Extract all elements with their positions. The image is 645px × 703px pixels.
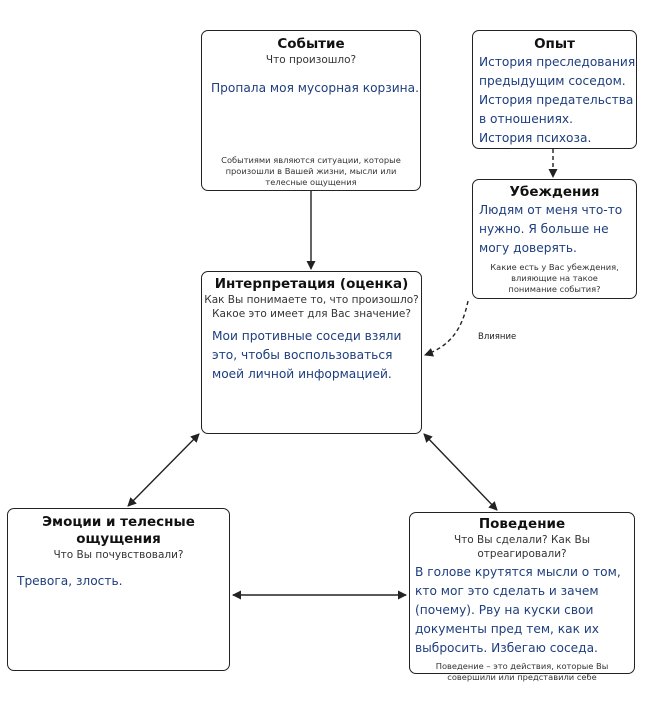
- interpretation-line: это, чтобы воспользоваться: [212, 348, 393, 362]
- event-question: Что произошло?: [265, 54, 357, 66]
- event-title: Событие: [277, 36, 345, 52]
- emotions-box: Эмоции и телесные ощущения Что Вы почувс…: [7, 508, 230, 671]
- beliefs-note: Какие есть у Вас убеждения, влияющие на …: [490, 262, 619, 294]
- beliefs-to-interpretation-arrow: [424, 300, 469, 357]
- behavior-line: документы пред тем, как их: [415, 622, 599, 636]
- influence-label: Влияние: [478, 332, 517, 342]
- interpretation-question-1: Как Вы понимаете то, что произошло?: [204, 294, 419, 306]
- interpretation-question-2: Какое это имеет для Вас значение?: [212, 308, 411, 320]
- beliefs-line: Людям от меня что-то: [479, 203, 623, 217]
- behavior-line: (почему). Рву на куски свои: [415, 603, 594, 617]
- event-note: Событиями являются ситуации, которые про…: [221, 155, 401, 187]
- emotions-question: Что Вы почувствовали?: [53, 549, 184, 561]
- experience-line: предыдущим соседом.: [479, 74, 626, 88]
- beliefs-title: Убеждения: [509, 184, 600, 200]
- beliefs-box: Убеждения Людям от меня что-то нужно. Я …: [472, 179, 637, 299]
- beliefs-line: нужно. Я больше не: [479, 222, 609, 236]
- interpretation-emotions-arrow: [127, 433, 200, 507]
- experience-line: в отношениях.: [479, 112, 573, 126]
- behavior-title: Поведение: [478, 516, 566, 532]
- interpretation-line: моей личной информацией.: [212, 367, 392, 381]
- behavior-line: В голове крутятся мысли о том,: [415, 565, 621, 579]
- event-box: Событие Что произошло? Пропала моя мусор…: [201, 30, 421, 191]
- interpretation-title: Интерпретация (оценка): [214, 276, 409, 292]
- interpretation-line: Мои противные соседи взяли: [212, 329, 402, 343]
- behavior-question: Что Вы сделали? Как Вы отреагировали?: [453, 534, 591, 560]
- interpretation-behavior-arrow: [423, 433, 498, 511]
- experience-line: История психоза.: [479, 131, 592, 145]
- experience-line: История преследования: [479, 55, 636, 69]
- beliefs-line: могу доверять.: [479, 241, 577, 255]
- emotions-answer: Тревога, злость.: [17, 574, 123, 588]
- behavior-line: кто мог это сделать и зачем: [415, 584, 599, 598]
- experience-box: Опыт История преследования предыдущим со…: [472, 30, 637, 149]
- interpretation-box: Интерпретация (оценка) Как Вы понимаете …: [201, 271, 422, 434]
- emotions-title: Эмоции и телесные ощущения: [42, 514, 195, 547]
- experience-line: История предательства: [479, 93, 634, 107]
- event-answer: Пропала моя мусорная корзина.: [211, 81, 419, 95]
- behavior-line: выбросить. Избегаю соседа.: [415, 641, 598, 655]
- behavior-box: Поведение Что Вы сделали? Как Вы отреаги…: [409, 512, 635, 682]
- experience-title: Опыт: [534, 36, 575, 52]
- behavior-note: Поведение – это действия, которые Вы сов…: [435, 661, 609, 682]
